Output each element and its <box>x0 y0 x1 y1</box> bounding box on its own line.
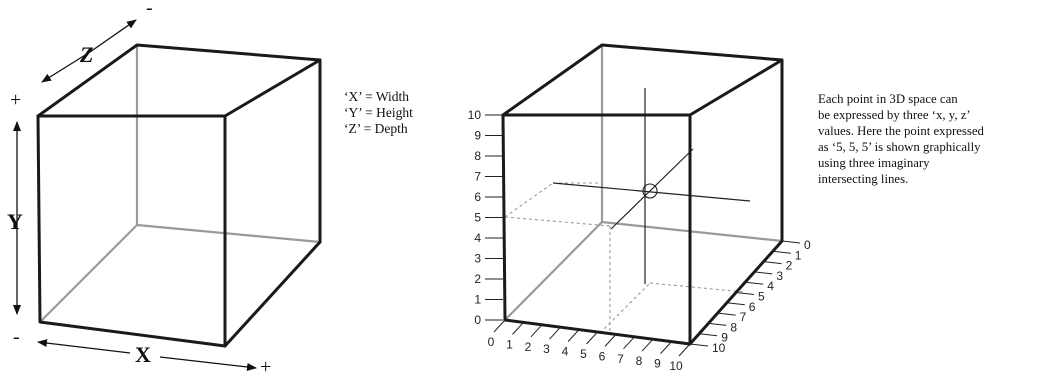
z-tick-mark <box>754 271 773 275</box>
z-tick-label: 0 <box>804 238 811 252</box>
z-tick-label: 7 <box>740 310 747 324</box>
x-tick-label: 7 <box>617 352 624 366</box>
z-tick-mark <box>735 292 755 295</box>
x-tick-mark <box>604 334 617 347</box>
y-tick-label: 10 <box>468 108 482 122</box>
x-tick-mark <box>530 324 543 338</box>
z-tick-label: 3 <box>776 269 783 283</box>
x-plus-sign: + <box>260 356 271 374</box>
x-tick-label: 5 <box>580 347 587 361</box>
y-tick-label: 0 <box>474 313 481 327</box>
right-cube-back-left-edge <box>504 221 603 321</box>
z-tick-mark <box>726 302 745 306</box>
x-intersect-line <box>552 182 751 202</box>
x-tick-mark <box>549 326 561 340</box>
description-line: intersecting lines. <box>818 172 909 186</box>
y-axis-label: Y <box>7 209 23 234</box>
z-tick-label: 5 <box>758 290 765 304</box>
z-tick-label: 4 <box>767 279 774 293</box>
z-tick-mark <box>689 343 709 347</box>
z-tick-label: 1 <box>795 248 802 262</box>
left-cube-back-left-edge <box>39 224 138 323</box>
left-cube <box>36 43 322 348</box>
description-line: Each point in 3D space can <box>818 92 958 106</box>
z-tick-label: 2 <box>786 259 793 273</box>
description-text: Each point in 3D space can be expressed … <box>818 91 1048 187</box>
x-axis-label: X <box>135 342 151 367</box>
guide-y5-front-line <box>504 216 611 227</box>
y-plus-sign: + <box>10 89 21 111</box>
z-axis-arrow-back <box>89 19 137 53</box>
x-tick-mark <box>512 322 524 335</box>
left-cube-top-face <box>36 43 322 118</box>
z-tick-label: 6 <box>749 300 756 314</box>
description-line: using three imaginary <box>818 156 930 170</box>
z-minus-sign: - <box>146 0 153 19</box>
y-tick-label: 8 <box>474 149 481 163</box>
z-intersect-line <box>610 148 694 230</box>
guide-x5-line <box>599 282 651 334</box>
x-tick-mark <box>493 319 506 333</box>
y-tick-label: 2 <box>474 272 481 286</box>
y-tick-label: 7 <box>474 170 481 184</box>
y-axis-scale: 0 1 2 3 4 5 6 7 8 9 10 <box>468 108 503 327</box>
y-tick-label: 4 <box>474 231 481 245</box>
x-tick-label: 10 <box>669 359 683 373</box>
left-cube-right-bottom-edge <box>223 240 322 348</box>
x-tick-label: 4 <box>562 345 569 359</box>
z-tick-label: 10 <box>712 341 726 355</box>
right-cube <box>501 43 784 346</box>
x-tick-label: 9 <box>654 357 661 371</box>
z-tick-mark <box>763 261 782 265</box>
x-tick-mark <box>678 343 691 357</box>
z-tick-label: 8 <box>730 320 737 334</box>
x-tick-mark <box>567 329 580 342</box>
z-tick-mark <box>708 322 727 326</box>
description-line: be expressed by three ‘x, y, z’ <box>818 108 971 122</box>
y-tick-label: 6 <box>474 190 481 204</box>
description-line: as ‘5, 5, 5’ is shown graphically <box>818 140 981 154</box>
x-tick-mark <box>641 338 654 352</box>
x-axis-arrow-right <box>159 356 257 371</box>
x-tick-label: 1 <box>506 337 513 351</box>
z-tick-mark <box>745 281 764 285</box>
x-tick-label: 6 <box>599 349 606 363</box>
x-tick-label: 0 <box>488 335 495 349</box>
y-tick-label: 3 <box>474 252 481 266</box>
point-marker <box>642 183 658 199</box>
y-tick-label: 9 <box>474 129 481 143</box>
z-tick-mark <box>717 312 736 316</box>
left-cube-back-bottom-edge <box>136 223 321 244</box>
z-tick-mark <box>699 333 718 337</box>
z-tick-label: 9 <box>721 331 728 345</box>
legend-line-width: ‘X’ = Width <box>344 89 410 104</box>
x-axis-arrow-left <box>37 339 131 354</box>
legend-line-depth: ‘Z’ = Depth <box>344 121 408 136</box>
x-tick-label: 2 <box>525 340 532 354</box>
right-cube-front-face <box>501 113 692 346</box>
description-line: values. Here the point expressed <box>818 124 984 138</box>
legend-line-height: ‘Y’ = Height <box>344 105 413 120</box>
x-tick-mark <box>623 336 635 350</box>
z-tick-mark <box>781 240 801 244</box>
right-cube-top-face <box>501 43 784 117</box>
guide-z5-line <box>649 282 745 293</box>
y-tick-label: 1 <box>474 293 481 307</box>
x-tick-mark <box>660 341 672 354</box>
x-tick-label: 8 <box>636 354 643 368</box>
z-axis-label: Z <box>79 42 93 67</box>
z-tick-mark <box>772 250 791 254</box>
x-tick-label: 3 <box>543 342 550 356</box>
y-tick-label: 5 <box>474 211 481 225</box>
z-axis-arrow <box>41 51 91 83</box>
guide-y5-line <box>504 182 554 218</box>
y-minus-sign: - <box>13 326 20 348</box>
right-cube-back-bottom-edge <box>601 220 783 243</box>
x-tick-mark <box>586 331 598 345</box>
axis-legend: ‘X’ = Width ‘Y’ = Height ‘Z’ = Depth <box>344 89 413 137</box>
